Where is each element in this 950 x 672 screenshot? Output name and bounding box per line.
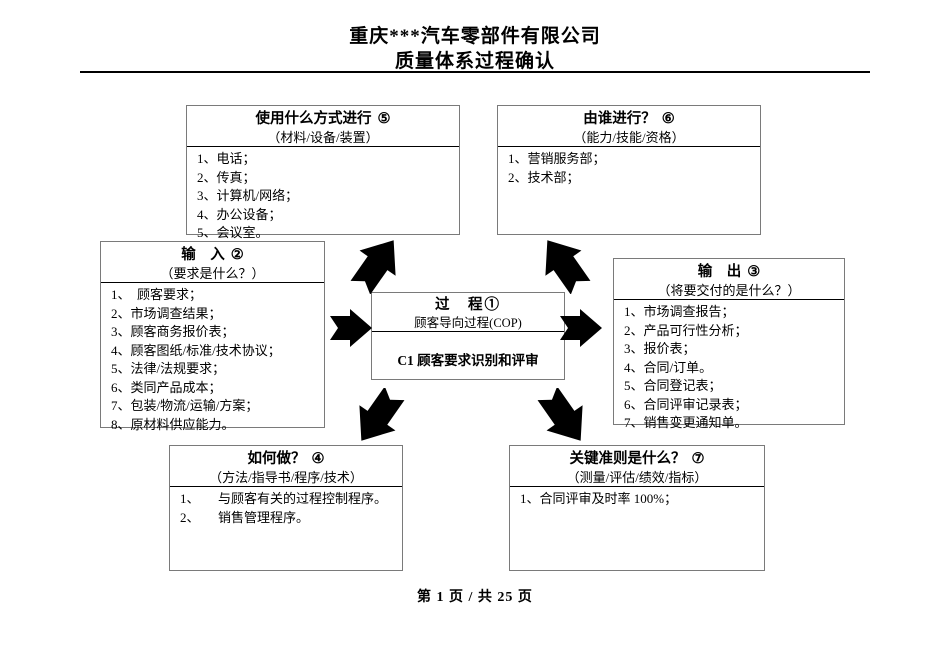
page-footer: 第 1 页 / 共 25 页 — [417, 590, 533, 605]
box-method-divider — [187, 146, 459, 147]
header-divider-rule — [80, 71, 870, 73]
list-item: 5、会议室。 — [197, 225, 269, 240]
list-item: 2、产品可行性分析； — [624, 322, 748, 338]
box-input-title: 输 入 ② — [101, 242, 324, 265]
list-item-text: 与顾客有关的过程控制程序。 — [218, 491, 388, 506]
list-item: 1、营销服务部； — [508, 151, 606, 166]
box-criteria-number: ⑦ — [691, 451, 705, 467]
box-who-title: 由谁进行？ ⑥ — [498, 106, 760, 129]
box-who: 由谁进行？ ⑥ （能力/技能/资格） 1、营销服务部； 2、技术部； — [497, 105, 761, 235]
list-item: 2、市场调查结果； — [111, 305, 222, 321]
box-input-subtitle: （要求是什么？） — [160, 266, 265, 281]
box-method-title: 使用什么方式进行 ⑤ — [187, 106, 459, 129]
list-item: 7、包装/物流/运输/方案； — [111, 398, 259, 413]
list-item: 1、合同评审及时率 100%； — [520, 491, 678, 506]
arrow-right-icon — [558, 306, 604, 350]
box-method-title-text: 使用什么方式进行 — [255, 111, 372, 127]
box-criteria-title: 关键准则是什么？ ⑦ — [510, 446, 764, 469]
list-item: 6、类同产品成本； — [111, 379, 222, 395]
box-how-number: ④ — [311, 451, 325, 467]
list-item: 7、销售变更通知单。 — [624, 415, 748, 430]
list-item: 1、电话； — [197, 151, 256, 166]
list-item: 3、顾客商务报价表； — [111, 324, 235, 339]
box-criteria-list: 1、合同评审及时率 100%； — [510, 487, 764, 509]
box-criteria-subtitle: （测量/评估/绩效/指标） — [566, 470, 708, 485]
list-item: 3、报价表； — [624, 341, 696, 356]
box-how: 如何做？ ④ （方法/指导书/程序/技术） 1、 与顾客有关的过程控制程序。 2、 销… — [169, 445, 403, 571]
list-item: 5、法律/法规要求； — [111, 361, 226, 376]
list-item: 4、顾客图纸/标准/技术协议； — [111, 342, 281, 358]
arrow-down-left-icon — [345, 388, 411, 446]
box-input: 输 入 ② （要求是什么？） 1、 顾客要求； 2、市场调查结果； 3、顾客商务报… — [100, 241, 325, 432]
box-criteria-divider — [510, 486, 764, 487]
box-input-list: 1、 顾客要求； 2、市场调查结果； 3、顾客商务报价表； 4、顾客图纸/标准/… — [101, 283, 324, 434]
box-input-divider — [101, 282, 324, 283]
box-process-number: ① — [484, 297, 501, 313]
box-output-number: ③ — [747, 264, 761, 280]
arrow-up-left-icon — [531, 234, 597, 294]
box-method-subtitle: （材料/设备/装置） — [267, 130, 379, 145]
list-item: 6、合同评审记录表； — [624, 396, 748, 412]
box-who-subtitle: （能力/技能/资格） — [573, 130, 685, 145]
box-process-subtitle: 顾客导向过程(COP) — [414, 316, 522, 330]
box-method: 使用什么方式进行 ⑤ （材料/设备/装置） 1、电话； 2、传真； 3、计算机/网… — [186, 105, 460, 240]
box-who-title-text: 由谁进行？ — [583, 111, 656, 127]
arrow-up-right-icon — [344, 234, 410, 294]
list-item: 5、合同登记表； — [624, 378, 722, 393]
document-subject: 质量体系过程确认 — [394, 51, 555, 72]
box-output-title-text: 输 出 — [697, 264, 742, 280]
box-input-title-text: 输 入 — [181, 247, 225, 263]
box-process-title-text: 过 程 — [435, 297, 485, 313]
box-output-list: 1、市场调查报告； 2、产品可行性分析； 3、报价表； 4、合同/订单。 5、合… — [614, 300, 844, 433]
box-output-title: 输 出 ③ — [614, 259, 844, 282]
box-output: 输 出 ③ （将要交付的是什么？） 1、市场调查报告； 2、产品可行性分析； 3、… — [613, 258, 845, 430]
list-item-text: 销售管理程序。 — [218, 509, 310, 525]
box-who-list: 1、营销服务部； 2、技术部； — [498, 147, 760, 187]
arrow-down-right-icon — [531, 388, 597, 446]
box-input-number: ② — [230, 247, 244, 263]
box-criteria: 关键准则是什么？ ⑦ （测量/评估/绩效/指标） 1、合同评审及时率 100%； — [509, 445, 765, 571]
box-how-divider — [170, 486, 402, 487]
list-item-index: 1、 — [180, 491, 200, 506]
box-process-body: C1 顾客要求识别和评审 — [397, 353, 539, 368]
list-item: 4、合同/订单。 — [624, 359, 713, 375]
company-name: 重庆***汽车零部件有限公司 — [349, 26, 601, 47]
arrow-right-icon — [328, 306, 374, 350]
box-how-title: 如何做？ ④ — [170, 446, 402, 469]
list-item: 3、计算机/网络； — [197, 188, 299, 203]
box-process-title: 过 程① — [372, 293, 564, 315]
list-item: 8、原材料供应能力。 — [111, 416, 235, 432]
list-item: 4、办公设备； — [197, 206, 282, 222]
box-output-subtitle: （将要交付的是什么？） — [657, 283, 801, 298]
box-criteria-title-text: 关键准则是什么？ — [569, 451, 686, 467]
list-item: 2、 销售管理程序。 — [180, 509, 402, 528]
box-how-title-text: 如何做？ — [247, 451, 306, 467]
box-method-number: ⑤ — [377, 111, 391, 127]
list-item: 1、 与顾客有关的过程控制程序。 — [180, 490, 402, 509]
box-who-number: ⑥ — [661, 111, 675, 127]
list-item-index: 2、 — [180, 509, 200, 525]
list-item: 1、市场调查报告； — [624, 304, 735, 319]
box-output-divider — [614, 299, 844, 300]
box-process: 过 程① 顾客导向过程(COP) C1 顾客要求识别和评审 — [371, 292, 565, 380]
list-item: 2、传真； — [197, 169, 256, 185]
box-how-list: 1、 与顾客有关的过程控制程序。 2、 销售管理程序。 — [170, 487, 402, 527]
box-method-list: 1、电话； 2、传真； 3、计算机/网络； 4、办公设备； 5、会议室。 — [187, 147, 459, 243]
list-item: 1、 顾客要求； — [111, 287, 203, 302]
box-who-divider — [498, 146, 760, 147]
box-how-subtitle: （方法/指导书/程序/技术） — [209, 470, 363, 485]
box-process-divider — [372, 331, 564, 332]
list-item: 2、技术部； — [508, 169, 580, 185]
document-header: 重庆***汽车零部件有限公司 质量体系过程确认 — [0, 24, 950, 74]
